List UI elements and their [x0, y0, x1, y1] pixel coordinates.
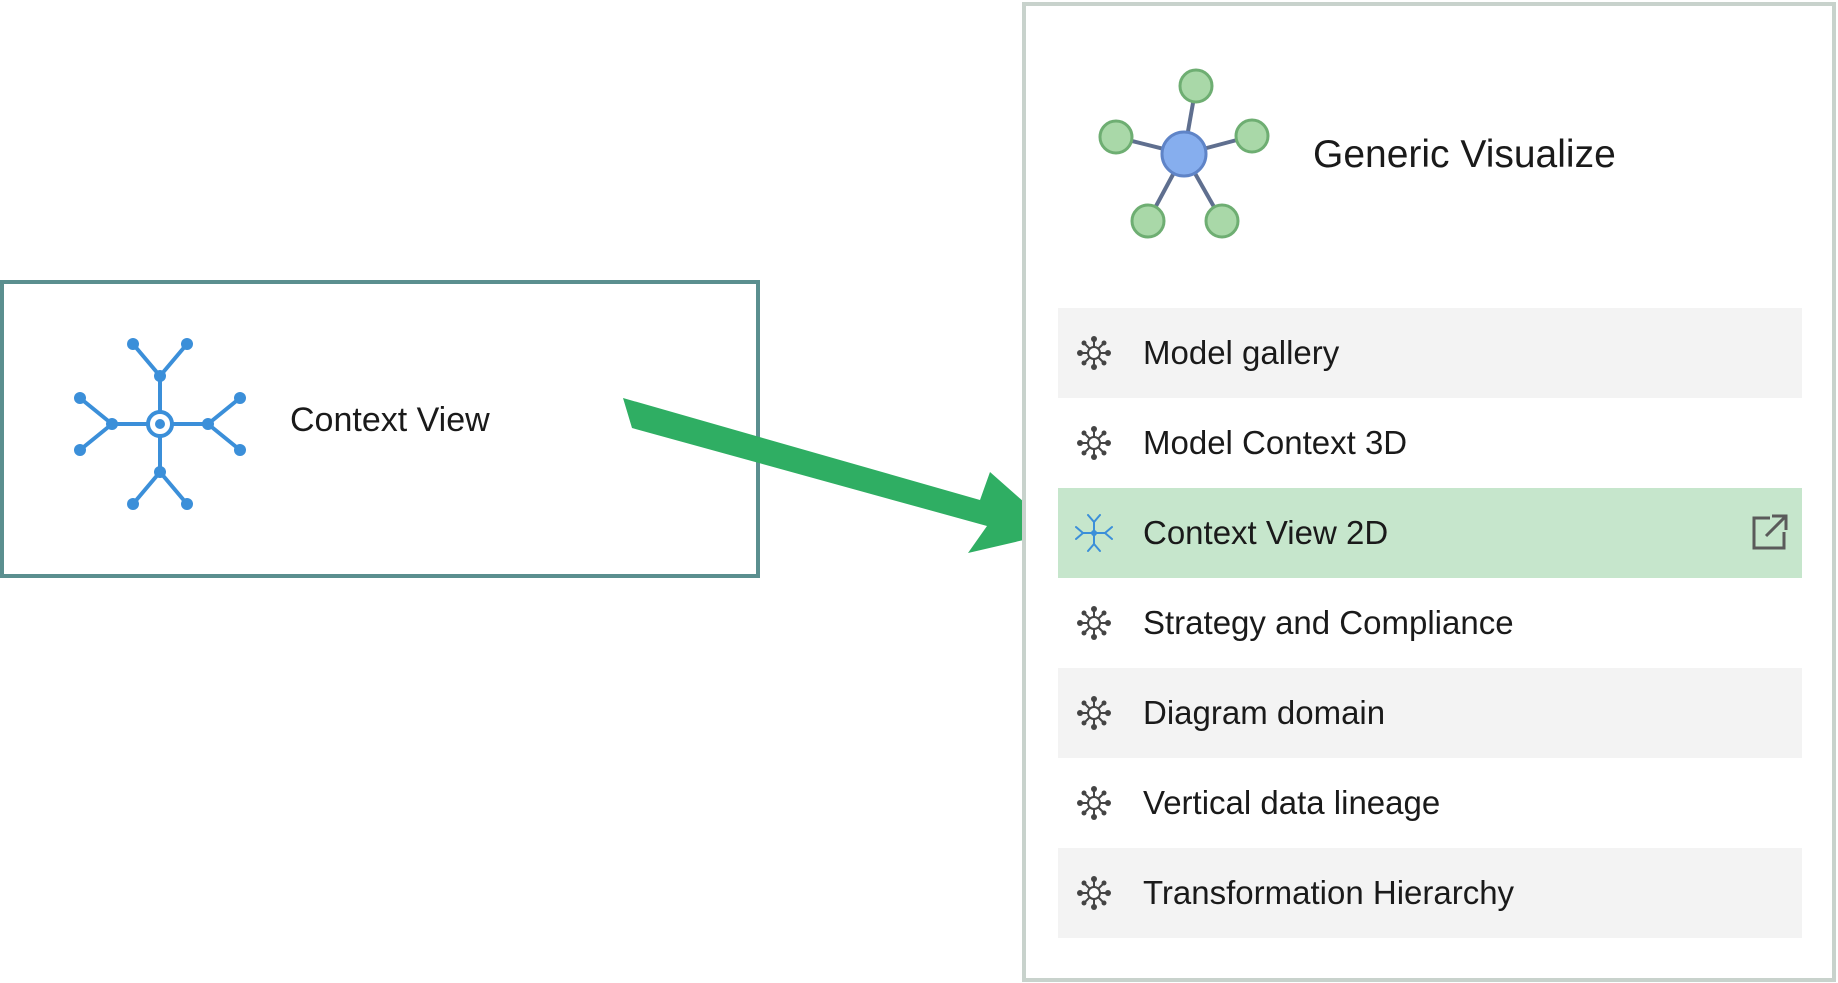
menu-item-diagram-domain[interactable]: Diagram domain [1058, 668, 1802, 758]
menu-item-label: Vertical data lineage [1143, 784, 1441, 821]
menu-item-label: Context View 2D [1143, 514, 1389, 551]
network-graph-icon [1098, 68, 1270, 239]
menu-item-label: Diagram domain [1143, 694, 1386, 731]
network-node-icon [1077, 606, 1111, 640]
network-node-icon [1077, 876, 1111, 910]
menu-item-vertical-data-lineage[interactable]: Vertical data lineage [1058, 758, 1802, 848]
network-node-icon [1077, 426, 1111, 460]
open-external-icon[interactable] [1748, 512, 1790, 554]
network-node-icon [1077, 336, 1111, 370]
network-node-icon [1077, 696, 1111, 730]
menu-item-transformation-hierarchy[interactable]: Transformation Hierarchy [1058, 848, 1802, 938]
menu-item-model-gallery[interactable]: Model gallery [1058, 308, 1802, 398]
menu-item-strategy-and-compliance[interactable]: Strategy and Compliance [1058, 578, 1802, 668]
menu-item-context-view-2d[interactable]: Context View 2D [1058, 488, 1802, 578]
network-node-icon [1077, 786, 1111, 820]
context-view-icon [74, 338, 246, 510]
context-view-card[interactable]: Context View [0, 280, 760, 578]
menu-item-label: Model Context 3D [1143, 424, 1408, 461]
panel-header: Generic Visualize [1026, 6, 1832, 296]
visualize-menu: Model gallery Model Context 3D [1058, 308, 1802, 938]
menu-item-model-context-3d[interactable]: Model Context 3D [1058, 398, 1802, 488]
menu-item-label: Strategy and Compliance [1143, 604, 1514, 641]
generic-visualize-panel: Generic Visualize Model gallery [1022, 2, 1836, 982]
context-view-label: Context View [290, 401, 490, 439]
menu-item-label: Model gallery [1143, 334, 1340, 371]
menu-item-label: Transformation Hierarchy [1143, 874, 1515, 911]
panel-title: Generic Visualize [1313, 133, 1616, 176]
context-view-icon [1075, 514, 1113, 552]
